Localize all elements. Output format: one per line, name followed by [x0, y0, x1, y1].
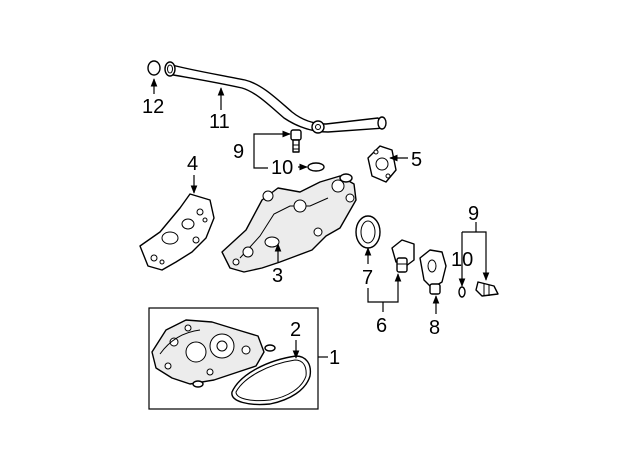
callout-9-right: 9	[468, 203, 479, 225]
sensor-part-9-top	[290, 129, 302, 153]
bypass-pipe-part-11	[164, 61, 387, 134]
pump-gasket-part-2	[231, 355, 312, 406]
washer-part-10-top	[307, 162, 325, 172]
thermostat-part-6	[391, 239, 415, 273]
callout-2: 2	[290, 319, 301, 341]
callout-9-top: 9	[233, 141, 244, 163]
callout-1: 1	[329, 347, 340, 369]
callout-6: 6	[376, 315, 387, 337]
pump-dowel-pins	[192, 344, 276, 388]
o-ring-part-12	[147, 60, 161, 76]
callout-10-top: 10	[271, 157, 293, 179]
washer-part-10-right	[458, 286, 466, 298]
flange-part-5	[367, 145, 397, 183]
callout-3: 3	[272, 265, 283, 287]
leader-lines	[150, 78, 490, 359]
callout-labels: 12 11 9 10 5 4 3 7 6 8 9 10 2 1	[142, 96, 479, 369]
callout-10-right: 10	[451, 249, 473, 271]
callout-5: 5	[411, 149, 422, 171]
gasket-part-4	[139, 193, 215, 271]
callout-8: 8	[429, 317, 440, 339]
thermostat-seal-part-7	[355, 215, 381, 249]
callout-4: 4	[187, 153, 198, 175]
sensor-part-9-right	[475, 281, 499, 297]
thermostat-cover-part-8	[419, 249, 447, 295]
callout-7: 7	[362, 267, 373, 289]
water-housing-part-3	[221, 173, 357, 273]
water-pump-body	[151, 319, 265, 385]
callout-12: 12	[142, 96, 164, 118]
callout-11: 11	[209, 111, 230, 133]
